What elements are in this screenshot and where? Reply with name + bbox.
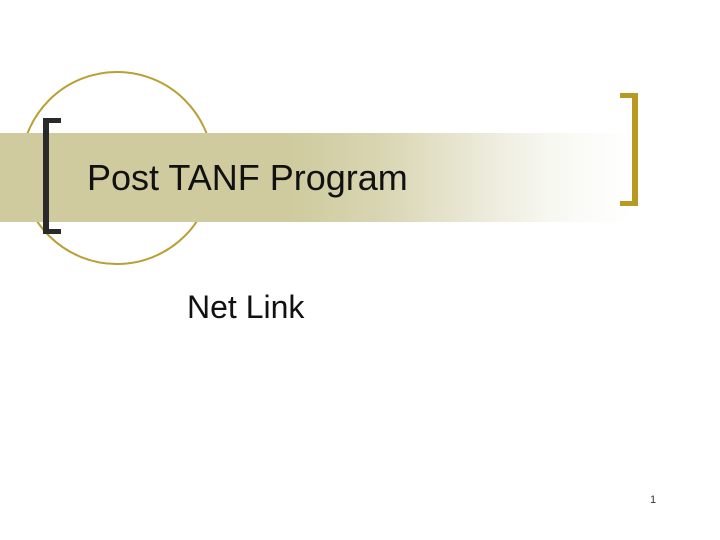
- left-bracket-decoration: [43, 118, 61, 234]
- right-bracket-decoration: [620, 93, 638, 206]
- slide-subtitle: Net Link: [187, 289, 305, 325]
- page-number: 1: [650, 494, 657, 506]
- title-band: [0, 133, 690, 222]
- slide-title: Post TANF Program: [87, 157, 408, 198]
